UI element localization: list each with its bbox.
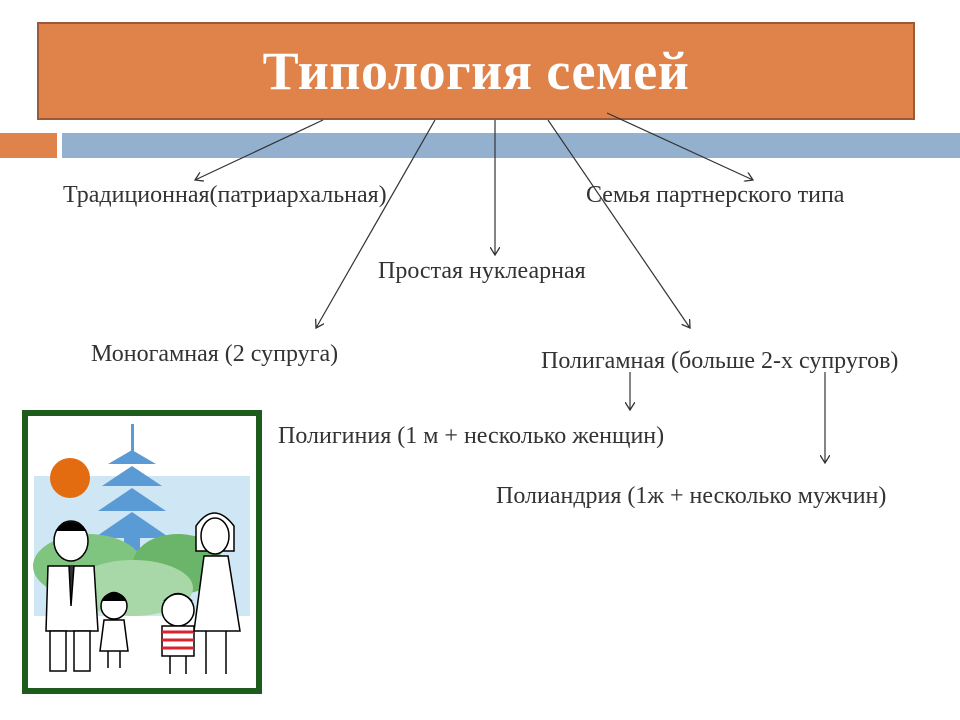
title-box: Типология семей bbox=[37, 22, 915, 120]
girl-figure bbox=[99, 591, 129, 668]
arrow-to-polygamous bbox=[547, 119, 690, 328]
node-traditional: Традиционная(патриархальная) bbox=[63, 182, 387, 208]
node-partner: Семья партнерского типа bbox=[586, 182, 845, 208]
father-figure bbox=[45, 520, 99, 672]
node-nuclear: Простая нуклеарная bbox=[378, 258, 586, 284]
arrow-to-partner bbox=[606, 112, 753, 180]
accent-bar-orange bbox=[0, 133, 57, 158]
arrow-to-monogamous bbox=[316, 119, 436, 328]
node-polygyny: Полигиния (1 м + несколько женщин) bbox=[278, 423, 665, 449]
node-monogamous: Моногамная (2 супруга) bbox=[91, 341, 339, 367]
node-polyandry: Полиандрия (1ж + несколько мужчин) bbox=[496, 483, 887, 509]
accent-bar-blue bbox=[62, 133, 960, 158]
mother-figure bbox=[193, 512, 241, 674]
family-clipart bbox=[22, 410, 262, 694]
node-polygamous: Полигамная (больше 2-х супругов) bbox=[541, 348, 899, 374]
family-clipart-drawing bbox=[28, 416, 256, 688]
sun-icon bbox=[50, 458, 90, 498]
arrow-to-traditional bbox=[195, 119, 324, 180]
pagoda-icon bbox=[94, 424, 170, 564]
boy-figure bbox=[161, 592, 195, 674]
page-title: Типология семей bbox=[262, 41, 690, 101]
